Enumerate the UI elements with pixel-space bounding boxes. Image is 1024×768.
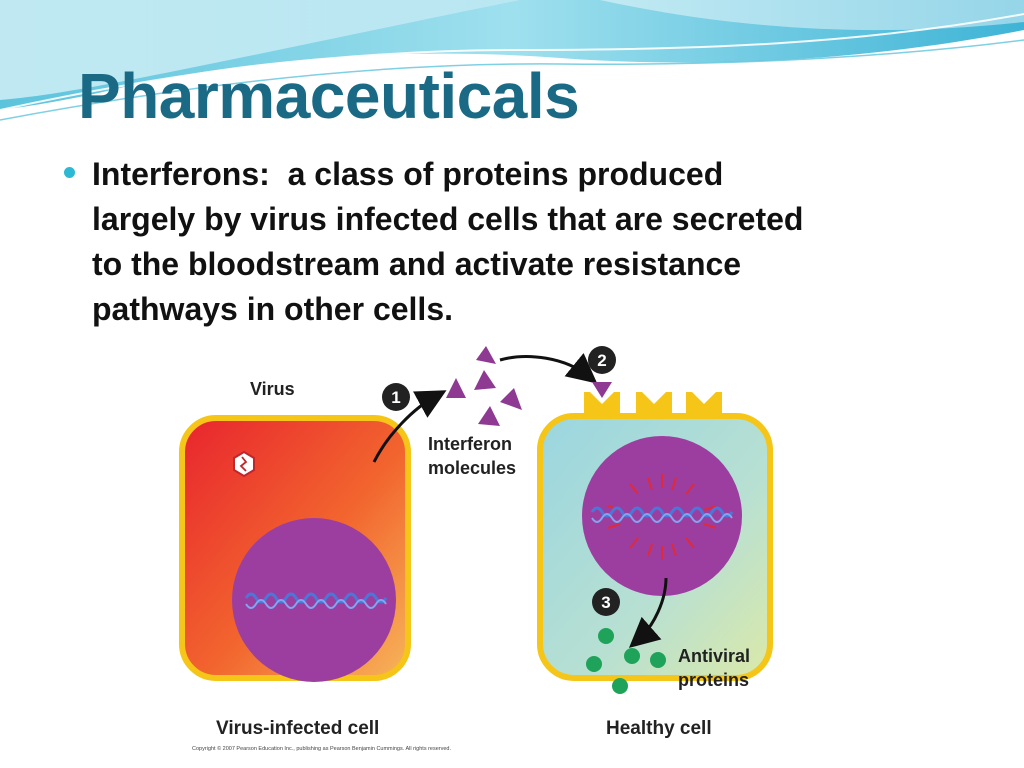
virus-label: Virus <box>250 379 295 399</box>
step-1-badge <box>382 383 410 411</box>
healthy-cell-label: Healthy cell <box>606 718 712 739</box>
step-2-badge <box>588 346 616 374</box>
step-3-badge <box>592 588 620 616</box>
interferon-label-line1: Interferon <box>428 434 512 454</box>
interferon-molecule <box>478 406 500 426</box>
bullet-text-interferons: Interferons: a class of proteins produce… <box>92 156 804 327</box>
interferon-diagram-svg: Virus 1 Interferon molecules 2 <box>178 340 776 758</box>
slide-title: Pharmaceuticals <box>78 60 580 132</box>
interferon-molecule <box>446 378 466 398</box>
activation-rays <box>607 474 717 560</box>
interferon-label-line2: molecules <box>428 458 516 478</box>
antiviral-protein <box>624 648 640 664</box>
header-wave-decoration <box>0 0 1024 121</box>
step-1-number: 1 <box>391 388 400 407</box>
antiviral-protein <box>586 656 602 672</box>
interferon-molecule <box>474 370 496 390</box>
receptor <box>686 392 722 418</box>
interferon-diagram: Virus 1 Interferon molecules 2 <box>178 340 776 758</box>
interferon-molecule <box>476 346 496 364</box>
antiviral-protein <box>598 628 614 644</box>
infected-cell-nucleus <box>232 518 396 682</box>
step-3-number: 3 <box>601 593 610 612</box>
healthy-cell-nucleus <box>582 436 742 596</box>
bound-interferon <box>592 382 612 398</box>
bullet-marker <box>64 167 75 178</box>
receptor <box>584 392 620 418</box>
interferon-molecule <box>500 388 522 410</box>
antiviral-protein <box>612 678 628 694</box>
arrow-protein-production <box>628 577 668 648</box>
copyright-notice: Copyright © 2007 Pearson Education Inc.,… <box>192 745 451 752</box>
step-2-number: 2 <box>597 351 606 370</box>
infected-cell-label: Virus-infected cell <box>216 718 379 739</box>
antiviral-label-line2: proteins <box>678 670 749 690</box>
arrow-to-receptor <box>499 352 598 384</box>
antiviral-protein <box>650 652 666 668</box>
arrow-secretion <box>372 390 447 463</box>
antiviral-label-line1: Antiviral <box>678 646 750 666</box>
receptor <box>636 392 672 418</box>
